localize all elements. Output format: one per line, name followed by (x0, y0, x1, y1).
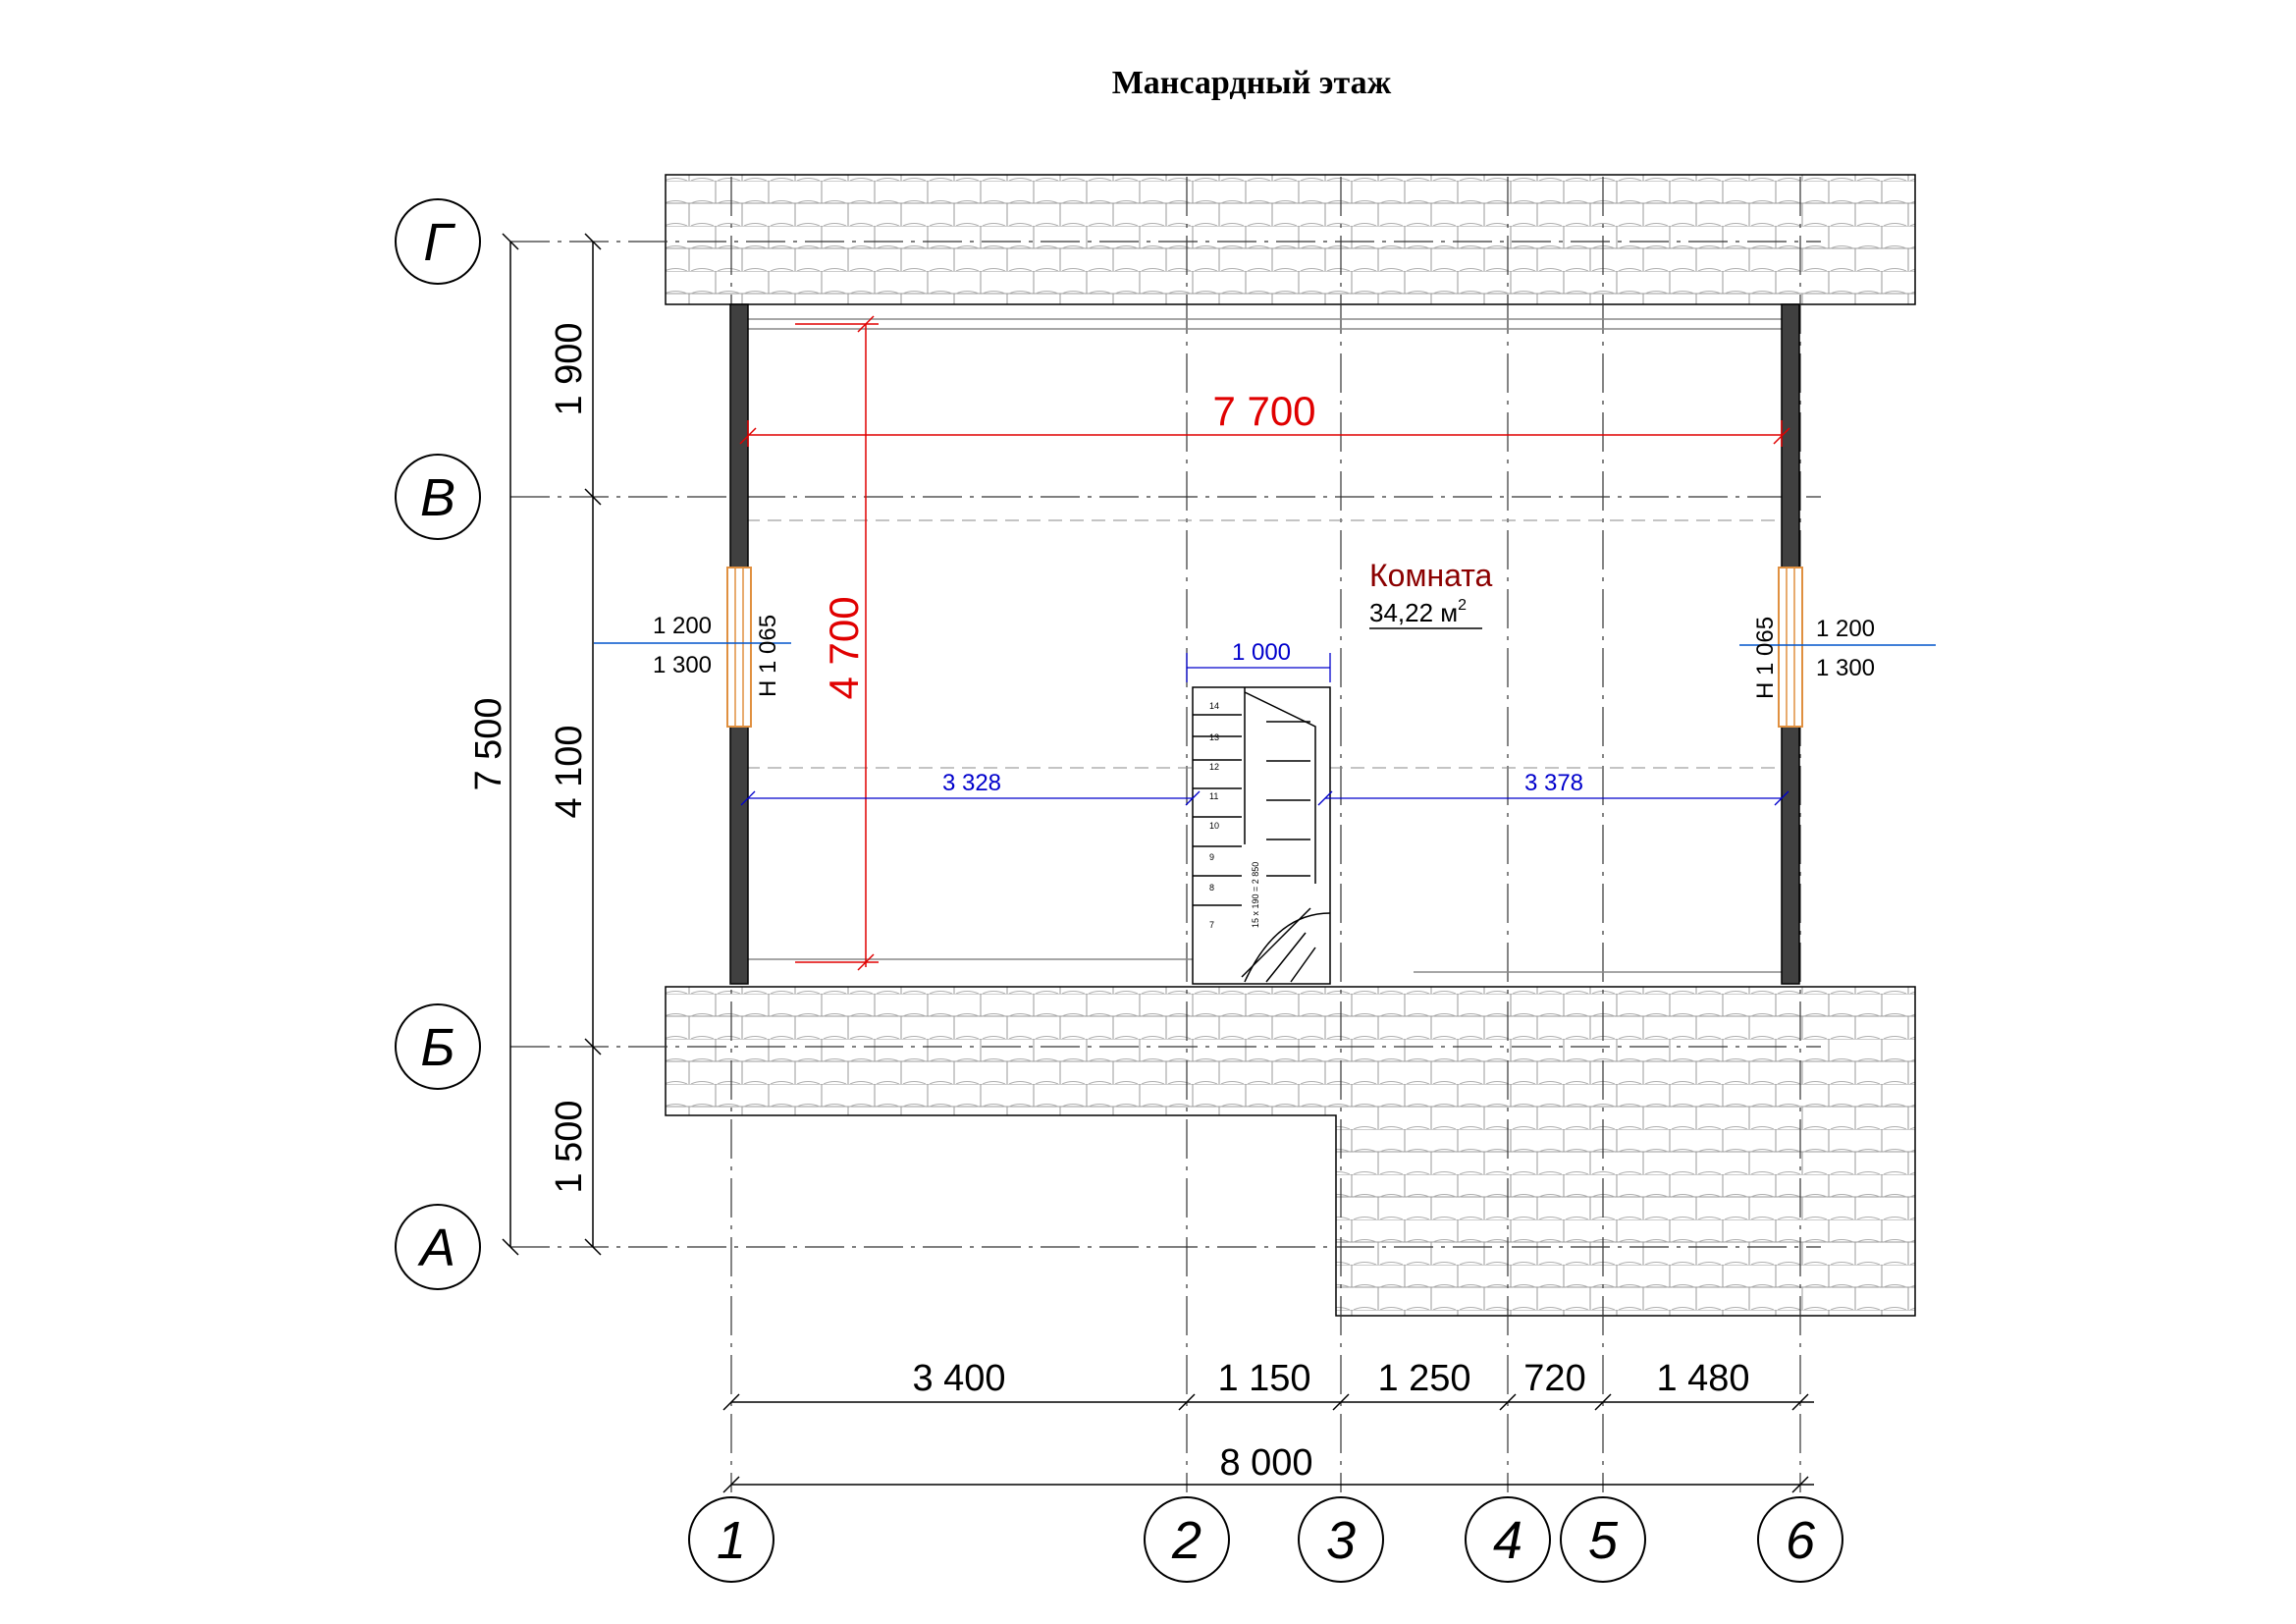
dim-room-width: 7 700 (1212, 388, 1315, 434)
axis-marker-4 (1465, 1496, 1551, 1583)
axis-label-b: Б (420, 1018, 454, 1077)
window-left-sill: Н 1 065 (755, 615, 781, 697)
dim-room-height: 4 700 (821, 596, 867, 699)
dim-left-outer: 7 500 (468, 697, 509, 790)
blue-dimensions (740, 653, 1789, 806)
window-left-width: 1 200 (653, 613, 712, 639)
roof-overhang-bottom (665, 986, 1916, 1317)
axis-marker-5 (1560, 1496, 1646, 1583)
window-right-width: 1 200 (1816, 616, 1875, 642)
axis-label-4: 4 (1493, 1511, 1522, 1570)
room-outline (746, 318, 1782, 973)
dim-left-clear: 3 328 (942, 770, 1001, 796)
row-axis-markers (395, 198, 481, 1290)
column-axis-markers (688, 1496, 1843, 1583)
stair-step-14: 14 (1209, 701, 1219, 711)
page-title: Мансардный этаж (1112, 65, 1392, 101)
window-left-labels: 1 200 1 300 Н 1 065 (594, 613, 791, 697)
stair-step-10: 10 (1209, 821, 1219, 831)
axis-marker-v (395, 454, 481, 540)
stair-step-numbers: 14 13 12 11 10 9 8 7 15 x 190 = 2 850 (1209, 701, 1260, 930)
stair-step-7: 7 (1209, 920, 1214, 930)
window-right (1778, 567, 1803, 728)
dim-right-clear: 3 378 (1524, 770, 1583, 796)
roof-overhang-top (665, 174, 1916, 305)
window-left (726, 567, 752, 728)
column-axis-labels: 1 2 3 4 5 6 (717, 1511, 1816, 1570)
stair-step-12: 12 (1209, 762, 1219, 772)
axis-label-v: В (420, 468, 455, 527)
dim-stair-width: 1 000 (1232, 639, 1291, 666)
axis-label-1: 1 (717, 1511, 746, 1570)
dim-bottom-seg-5: 1 480 (1656, 1358, 1749, 1399)
svg-text:34,22 м2: 34,22 м2 (1369, 597, 1467, 627)
dim-left-seg-3: 1 500 (549, 1100, 590, 1193)
stair-spec: 15 x 190 = 2 850 (1251, 862, 1260, 928)
dim-left-seg-2: 4 100 (549, 725, 590, 818)
axis-marker-2 (1144, 1496, 1230, 1583)
dim-bottom-seg-1: 3 400 (912, 1358, 1005, 1399)
bottom-dimension-texts: 3 400 1 150 1 250 720 1 480 8 000 (912, 1358, 1749, 1484)
bottom-dimension-chain (722, 1393, 1814, 1493)
dim-bottom-seg-4: 720 (1523, 1358, 1585, 1399)
axis-label-2: 2 (1171, 1511, 1201, 1570)
stair-step-13: 13 (1209, 732, 1219, 742)
axis-marker-a (395, 1204, 481, 1290)
room-name: Комната (1369, 558, 1493, 593)
stair-step-8: 8 (1209, 883, 1214, 893)
dim-bottom-total: 8 000 (1219, 1442, 1312, 1484)
axis-marker-b (395, 1003, 481, 1090)
row-axis-labels: Г В Б А (417, 213, 455, 1277)
dim-left-seg-1: 1 900 (549, 322, 590, 415)
room-area: 34,22 м (1369, 598, 1458, 627)
wall-right-lower (1781, 726, 1800, 985)
stair-step-11: 11 (1209, 791, 1218, 801)
axis-label-a: А (417, 1218, 455, 1277)
staircase (1192, 686, 1331, 985)
axis-label-6: 6 (1786, 1511, 1816, 1570)
axis-marker-6 (1757, 1496, 1843, 1583)
grid-lines (510, 177, 1821, 1492)
axis-marker-3 (1298, 1496, 1384, 1583)
window-right-height: 1 300 (1816, 655, 1875, 681)
wall-left-upper (729, 303, 749, 568)
dim-bottom-seg-3: 1 250 (1377, 1358, 1470, 1399)
axis-marker-g (395, 198, 481, 285)
room-label: Комната 34,22 м2 (1369, 558, 1493, 629)
wall-left-lower (729, 726, 749, 985)
red-dimensions (739, 315, 1790, 971)
room-area-sup: 2 (1458, 597, 1467, 614)
left-dimension-chain (502, 233, 602, 1256)
window-left-height: 1 300 (653, 652, 712, 678)
dim-bottom-seg-2: 1 150 (1217, 1358, 1310, 1399)
axis-label-5: 5 (1588, 1511, 1619, 1570)
window-right-sill: Н 1 065 (1752, 617, 1779, 699)
window-right-labels: 1 200 1 300 Н 1 065 (1739, 616, 1936, 699)
axis-marker-1 (688, 1496, 774, 1583)
stair-step-9: 9 (1209, 852, 1214, 862)
axis-label-g: Г (423, 213, 455, 272)
axis-label-3: 3 (1326, 1511, 1356, 1570)
left-dimension-texts: 7 500 1 900 4 100 1 500 (468, 322, 590, 1193)
wall-right-upper (1781, 303, 1800, 568)
